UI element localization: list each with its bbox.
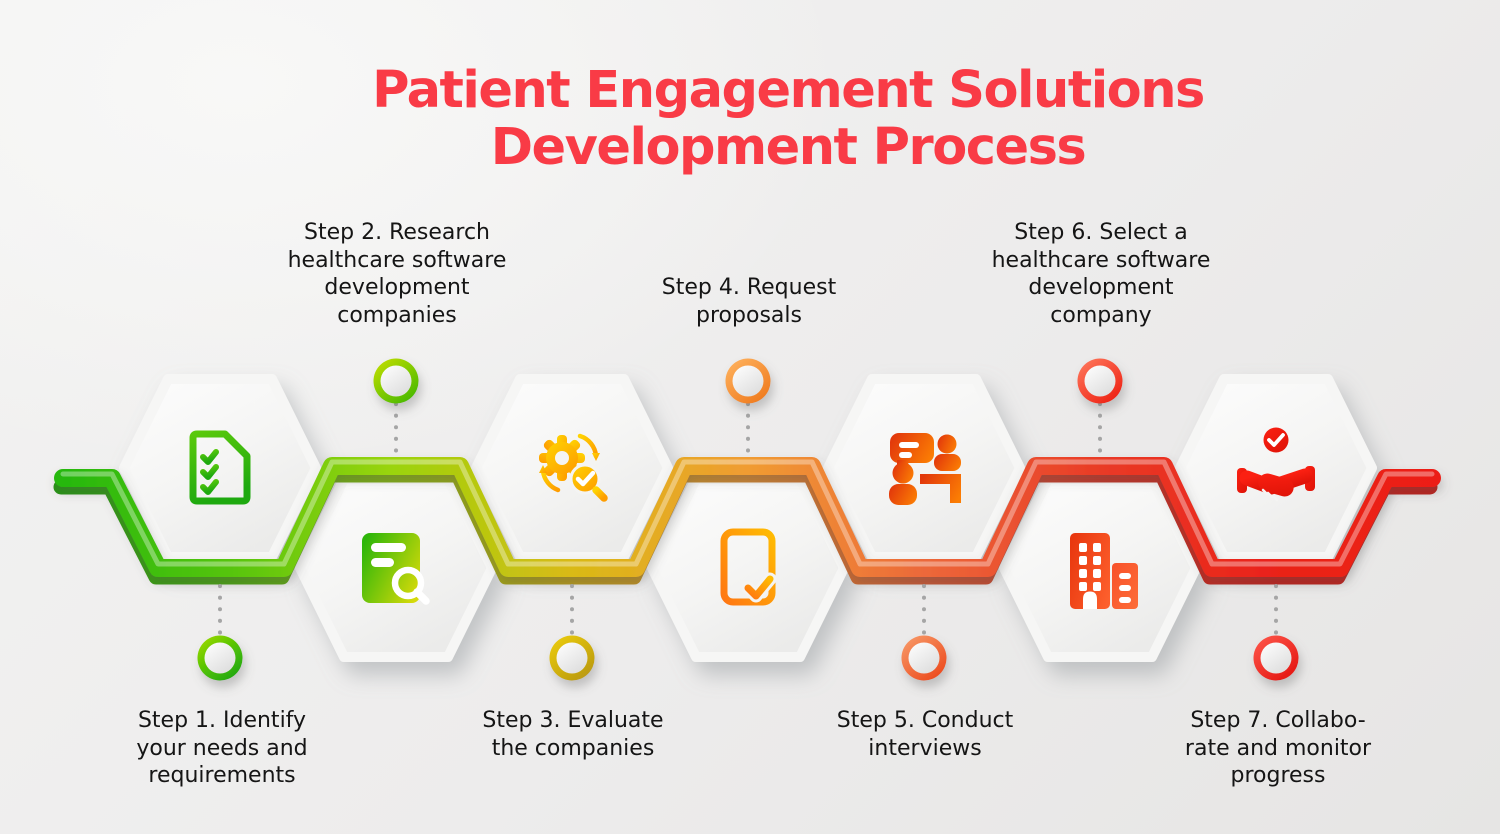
step-icons [189, 427, 1315, 609]
step-6-label-line: healthcare software [991, 247, 1211, 273]
step-6-label-line: company [1050, 302, 1152, 328]
step-2-label-line: development [324, 275, 470, 300]
hexagon-step-7 [1175, 374, 1377, 562]
step-2-label-line: healthcare software [287, 247, 507, 273]
ribbon-highlight [60, 459, 1435, 567]
step-7-label: Step 7. Collabo- rate and monitor progre… [1118, 707, 1438, 790]
step-2-label-line: companies [337, 302, 457, 328]
step-4-label-line: Step 4. Request [661, 275, 837, 300]
process-ribbon [53, 457, 1441, 585]
page-title: Patient Engagement Solutions Development… [38, 62, 1500, 176]
milestone-dot-step-6 [1077, 358, 1123, 404]
conduct-interviews-icon [889, 433, 961, 505]
hexagon-step-5 [823, 374, 1025, 562]
hexagon-step-1 [119, 374, 321, 562]
milestone-dot-step-2 [373, 358, 419, 404]
evaluate-gear-icon [539, 433, 608, 502]
step-7-label-line: progress [1230, 763, 1326, 788]
checklist-document-icon [189, 430, 251, 505]
step-4-label: Step 4. Request proposals [589, 274, 909, 329]
dotted-connectors [218, 402, 1278, 636]
step-6-label: Step 6. Select a healthcare software dev… [941, 219, 1261, 329]
step-1-label-line: requirements [148, 763, 296, 788]
select-company-buildings-icon [1070, 533, 1138, 609]
step-5-label: Step 5. Conduct interviews [765, 707, 1085, 762]
milestone-dot-step-7 [1253, 635, 1299, 681]
step-3-label-line: the companies [491, 735, 655, 761]
milestone-dot-step-1 [197, 635, 243, 681]
research-company-icon [362, 533, 430, 605]
title-line-2: Development Process [490, 118, 1087, 177]
step-7-label-line: rate and monitor [1184, 735, 1372, 761]
step-2-label-line: Step 2. Research [304, 220, 490, 245]
step-6-label-line: Step 6. Select a [1014, 220, 1188, 245]
step-5-label-line: interviews [868, 735, 982, 761]
handshake-collaboration-icon [1237, 427, 1315, 502]
step-7-label-line: Step 7. Collabo- [1190, 708, 1366, 733]
step-5-label-line: Step 5. Conduct [836, 708, 1014, 733]
milestone-dot-step-3 [549, 635, 595, 681]
step-3-label: Step 3. Evaluate the companies [413, 707, 733, 762]
step-4-label-line: proposals [696, 302, 802, 328]
step-1-label-line: Step 1. Identify [137, 708, 307, 733]
step-1-label: Step 1. Identify your needs and requirem… [62, 707, 382, 790]
milestone-dot-step-5 [901, 635, 947, 681]
step-2-label: Step 2. Research healthcare software dev… [237, 219, 557, 329]
milestone-dot-step-4 [725, 358, 771, 404]
step-6-label-line: development [1028, 275, 1174, 300]
milestone-dots [197, 358, 1299, 681]
ribbon-main [54, 457, 1441, 577]
step-3-label-line: Step 3. Evaluate [482, 708, 664, 733]
title-line-1: Patient Engagement Solutions [372, 61, 1205, 120]
request-proposals-document-icon [720, 528, 777, 606]
step-1-label-line: your needs and [136, 735, 308, 761]
